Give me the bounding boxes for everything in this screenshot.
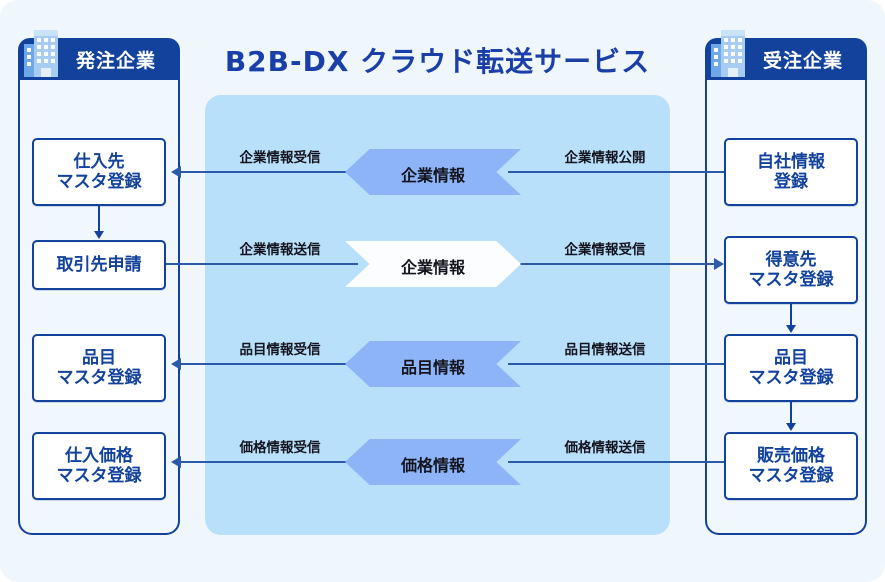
- right-connector-arrow-1: [786, 325, 796, 333]
- flow-1-right-caption: 企業情報受信: [564, 242, 646, 258]
- right-box-2-line-0: 品目: [774, 347, 808, 368]
- flow-2-right-caption: 品目情報送信: [564, 342, 646, 358]
- right-box-0-line-1: 登録: [774, 172, 808, 192]
- flow-3-line-left: [180, 461, 358, 463]
- flow-2-chevron-label: 品目情報: [400, 358, 465, 377]
- left-box-2[interactable]: 品目 マスタ登録: [32, 334, 166, 402]
- left-box-0-line-1: マスタ登録: [56, 172, 142, 192]
- right-box-1-line-0: 得意先: [765, 249, 817, 270]
- flow-3-arrowhead: [171, 456, 181, 468]
- right-box-0-line-0: 自社情報: [757, 151, 825, 172]
- right-box-2-line-1: マスタ登録: [748, 368, 834, 388]
- flow-2-left-caption: 品目情報受信: [239, 342, 321, 358]
- right-box-0[interactable]: 自社情報 登録: [724, 138, 858, 206]
- left-connector-arrow: [94, 231, 104, 239]
- flow-3-left-caption: 価格情報受信: [239, 440, 321, 456]
- flow-3-right-caption: 価格情報送信: [564, 440, 646, 456]
- flow-3-chevron-label: 価格情報: [400, 456, 465, 475]
- flow-1-line-left: [166, 263, 358, 265]
- right-box-3[interactable]: 販売価格 マスタ登録: [724, 432, 858, 500]
- left-box-1[interactable]: 取引先申請: [32, 240, 166, 290]
- flow-0-line-right: [508, 171, 724, 173]
- flow-3-chevron: 価格情報: [345, 439, 521, 485]
- flow-1-left-caption: 企業情報送信: [239, 242, 321, 258]
- right-box-3-line-0: 販売価格: [757, 445, 825, 466]
- flow-2-arrowhead: [171, 358, 181, 370]
- right-box-3-line-1: マスタ登録: [748, 466, 834, 486]
- flow-2-line-right: [508, 363, 724, 365]
- left-box-0[interactable]: 仕入先 マスタ登録: [32, 138, 166, 206]
- right-company-header: 受注企業: [705, 38, 867, 80]
- left-box-1-line-0: 取引先申請: [56, 254, 142, 275]
- right-connector-line-1: [790, 304, 792, 326]
- flow-1-arrowhead: [714, 258, 724, 270]
- flow-0-left-caption: 企業情報受信: [239, 150, 321, 166]
- left-box-0-line-0: 仕入先: [73, 151, 125, 172]
- flow-2-chevron: 品目情報: [345, 341, 521, 387]
- flow-2-line-left: [180, 363, 358, 365]
- page-title: B2B-DX クラウド転送サービス: [224, 45, 651, 78]
- right-connector-arrow-2: [786, 423, 796, 431]
- left-box-3[interactable]: 仕入価格 マスタ登録: [32, 432, 166, 500]
- left-company-label: 発注企業: [75, 49, 156, 72]
- left-box-3-line-0: 仕入価格: [65, 445, 133, 466]
- right-box-1[interactable]: 得意先 マスタ登録: [724, 236, 858, 304]
- right-company-label: 受注企業: [762, 49, 843, 72]
- left-box-2-line-1: マスタ登録: [56, 368, 142, 388]
- flow-0-arrowhead: [171, 166, 181, 178]
- flow-1-line-right: [508, 263, 715, 265]
- flow-3-line-right: [508, 461, 724, 463]
- flow-0-right-caption: 企業情報公開: [564, 150, 646, 166]
- left-company-header: 発注企業: [18, 38, 180, 80]
- flow-0-chevron-label: 企業情報: [400, 166, 465, 185]
- right-box-1-line-1: マスタ登録: [748, 270, 834, 290]
- flow-0-line-left: [180, 171, 358, 173]
- left-box-3-line-1: マスタ登録: [56, 466, 142, 486]
- flow-1-chevron: 企業情報: [345, 241, 521, 287]
- flow-1-chevron-label: 企業情報: [400, 258, 465, 277]
- right-connector-line-2: [790, 402, 792, 424]
- left-connector-line: [98, 206, 100, 232]
- left-box-2-line-0: 品目: [82, 347, 116, 368]
- flow-0-chevron: 企業情報: [345, 149, 521, 195]
- right-box-2[interactable]: 品目 マスタ登録: [724, 334, 858, 402]
